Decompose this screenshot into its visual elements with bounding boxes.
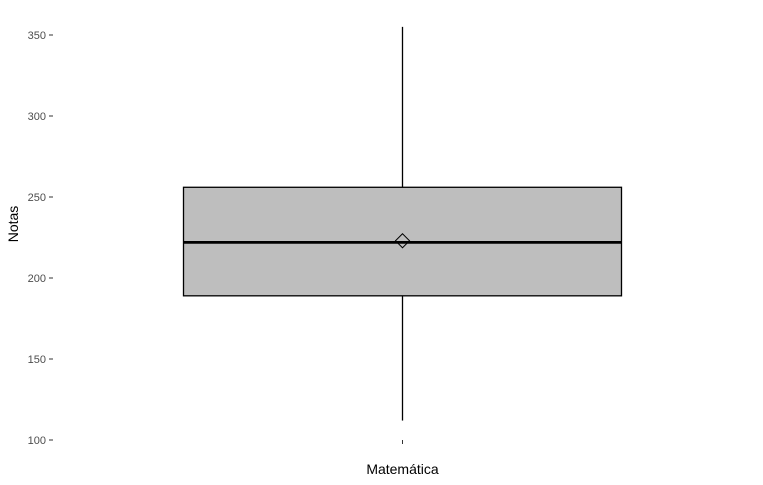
- mean-marker: [394, 233, 411, 249]
- y-tick-label: 250: [28, 192, 46, 204]
- y-tick-label: 100: [28, 435, 46, 447]
- y-tick-label: 300: [28, 111, 46, 123]
- y-tick-label: 350: [28, 30, 46, 42]
- x-tick-label: Matemática: [366, 461, 439, 477]
- x-axis: Matemática: [366, 440, 439, 477]
- y-tick-label: 150: [28, 354, 46, 366]
- y-tick-label: 200: [28, 273, 46, 285]
- plot-area: [182, 26, 623, 421]
- y-axis: 100 150 200 250 300 350: [28, 30, 53, 447]
- y-axis-title: Notas: [5, 206, 21, 243]
